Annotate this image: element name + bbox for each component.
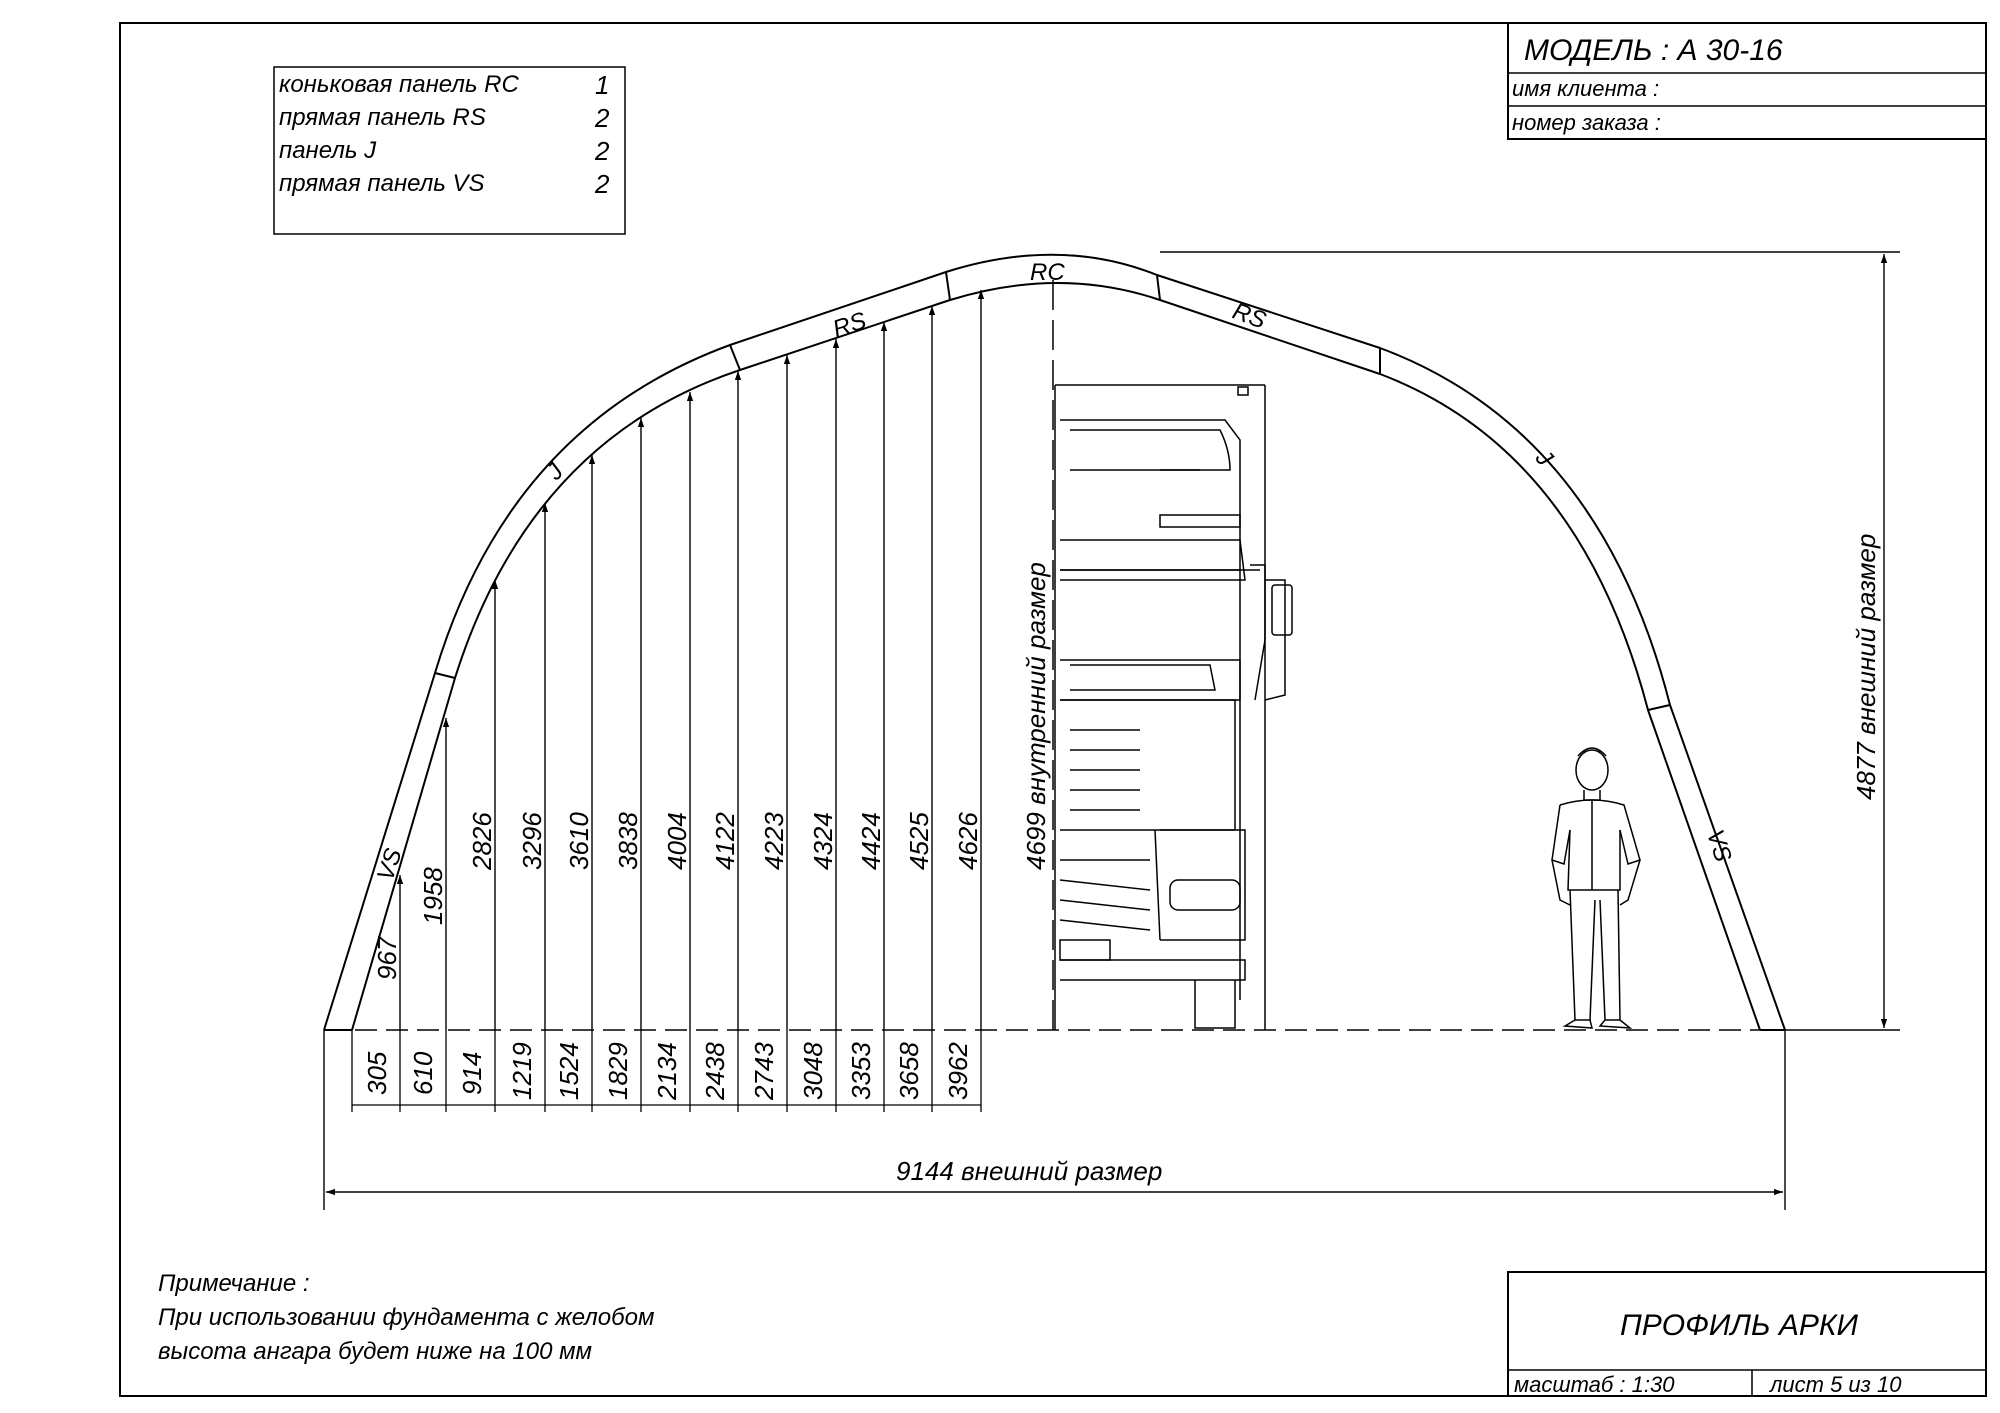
offset-value: 1219 — [507, 1042, 537, 1100]
height-value: 3296 — [517, 812, 547, 870]
offset-value: 2438 — [700, 1042, 730, 1101]
height-value: 1958 — [418, 867, 448, 925]
height-value: 4004 — [662, 812, 692, 870]
title-block: МОДЕЛЬ : А 30-16 имя клиента : номер зак… — [1507, 22, 1987, 140]
truck-illustration — [1054, 384, 1293, 1030]
outer-height-dimension — [1160, 251, 1900, 1031]
person-figure — [1551, 747, 1641, 1029]
segment-label-rc: RC — [1030, 259, 1065, 286]
part-name: прямая панель VS — [279, 170, 485, 197]
offset-value: 1524 — [554, 1042, 584, 1100]
height-value: 2826 — [467, 812, 497, 871]
height-labels: 967 1958 2826 3296 3610 3838 4004 4122 4… — [372, 812, 983, 980]
height-value: 4324 — [808, 812, 838, 870]
note-line2: высота ангара будет ниже на 100 мм — [158, 1338, 592, 1365]
offset-value: 3658 — [894, 1042, 924, 1100]
part-qty: 2 — [594, 103, 610, 133]
offset-value: 610 — [408, 1051, 438, 1095]
segment-label-rs-right: RS — [1229, 298, 1270, 335]
part-name: прямая панель RS — [279, 104, 486, 131]
model-label: МОДЕЛЬ : А 30-16 — [1524, 34, 1783, 67]
part-qty: 2 — [594, 169, 610, 199]
height-value: 3610 — [564, 812, 594, 870]
note-line1: При использовании фундамента с желобом — [158, 1304, 654, 1331]
part-name: коньковая панель RC — [279, 71, 519, 98]
part-name: панель J — [279, 137, 377, 164]
outer-width-dimension — [323, 1030, 1786, 1210]
segment-label-vs-right: VS — [1701, 826, 1737, 865]
offset-value: 3962 — [943, 1042, 973, 1100]
offset-value: 2743 — [749, 1042, 779, 1101]
height-value: 4424 — [856, 812, 886, 870]
outer-height-label: 4877 внешний размер — [1851, 534, 1881, 800]
segment-label-rs-left: RS — [830, 307, 870, 343]
offset-value: 914 — [457, 1052, 487, 1095]
parts-table: коньковая панель RC 1 прямая панель RS 2… — [273, 66, 626, 235]
height-arrows — [396, 290, 985, 1030]
scale-label: масштаб : 1:30 — [1514, 1372, 1675, 1397]
arch-inner-curve — [351, 282, 1761, 1031]
offset-value: 3353 — [846, 1042, 876, 1100]
offset-value: 2134 — [652, 1042, 682, 1101]
height-value: 3838 — [613, 812, 643, 870]
segment-label-j-left: J — [540, 458, 569, 486]
height-value: 4626 — [953, 812, 983, 870]
height-value: 4525 — [904, 812, 934, 870]
drawing-title: ПРОФИЛЬ АРКИ — [1620, 1309, 1859, 1342]
sheet-label: лист 5 из 10 — [1768, 1372, 1902, 1397]
height-value: 4122 — [710, 812, 740, 870]
drawing-frame — [119, 22, 1987, 1397]
offset-labels: 305 610 914 1219 1524 1829 2134 2438 274… — [362, 1042, 973, 1101]
note-title: Примечание : — [158, 1270, 310, 1297]
part-qty: 2 — [594, 136, 610, 166]
bottom-title-block: ПРОФИЛЬ АРКИ масштаб : 1:30 лист 5 из 10 — [1507, 1271, 1987, 1397]
order-label: номер заказа : — [1512, 110, 1661, 135]
offset-chain — [351, 1030, 982, 1112]
height-value: 967 — [372, 935, 402, 980]
segment-label-vs-left: VS — [372, 845, 408, 884]
height-value: 4223 — [759, 812, 789, 870]
outer-width-label: 9144 внешний размер — [896, 1156, 1162, 1186]
inner-height-label: 4699 внутренний размер — [1021, 562, 1051, 870]
offset-value: 305 — [362, 1051, 392, 1095]
client-label: имя клиента : — [1512, 76, 1659, 101]
arch-outer-curve — [323, 253, 1786, 1031]
part-qty: 1 — [595, 70, 609, 100]
offset-value: 3048 — [798, 1042, 828, 1100]
offset-value: 1829 — [603, 1042, 633, 1100]
